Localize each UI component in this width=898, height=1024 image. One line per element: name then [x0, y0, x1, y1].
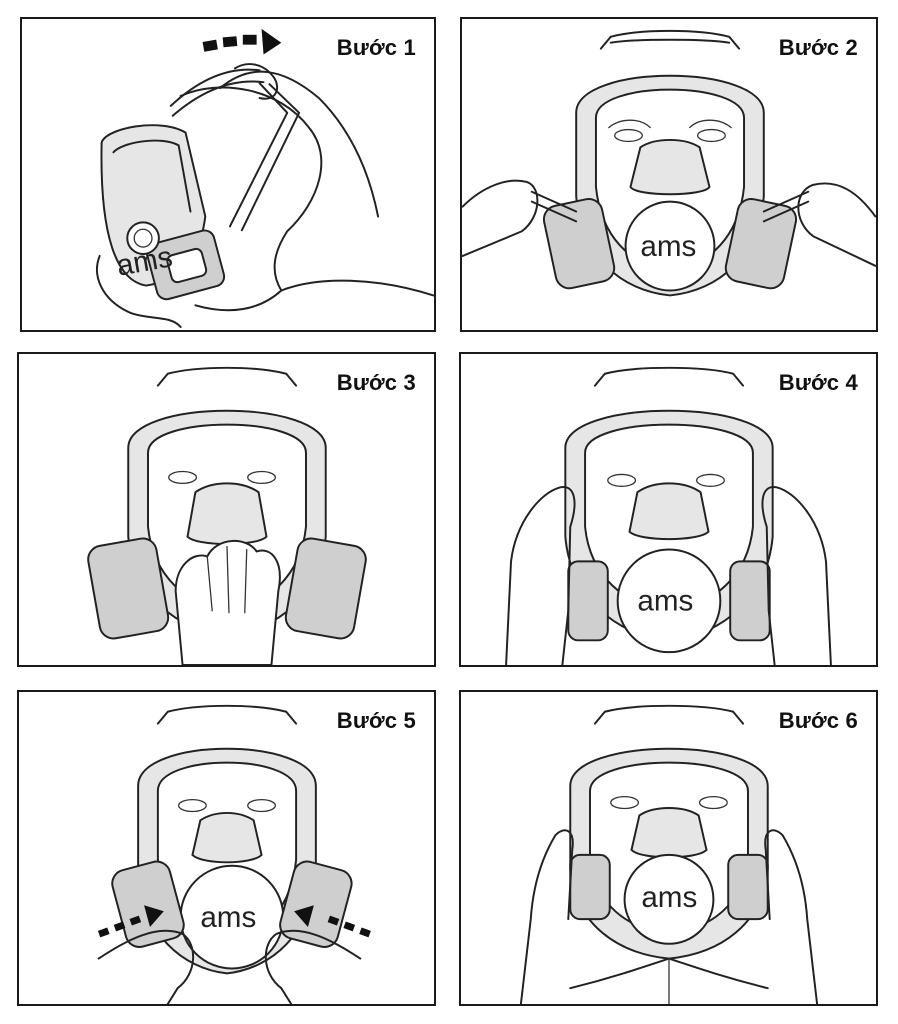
left-hand: [519, 829, 574, 1004]
head-outline: [179, 86, 323, 292]
step-3-panel: Bước 3: [17, 352, 436, 667]
left-strap: [530, 190, 578, 223]
left-filter: [567, 560, 609, 642]
step-label: Bước 4: [778, 370, 858, 395]
head-strap: [169, 68, 261, 107]
step-4-panel: ams Bước 4: [459, 352, 878, 667]
step-2-illustration: ams: [462, 29, 876, 297]
step-4-illustration: ams: [505, 366, 832, 665]
brand-logo: ams: [641, 881, 697, 914]
left-filter: [542, 198, 616, 290]
motion-arrow: [202, 28, 282, 55]
left-filter: [569, 853, 611, 921]
step-3-illustration: [87, 366, 367, 665]
step-label: Bước 3: [336, 370, 416, 395]
step-label: Bước 1: [336, 35, 416, 60]
brand-logo: ams: [200, 901, 256, 934]
right-hand: [761, 486, 832, 665]
right-filter: [727, 853, 769, 921]
left-press-arrow: [97, 905, 164, 938]
right-hand: [797, 182, 876, 267]
step-5-panel: ams Bước 5: [17, 690, 436, 1006]
step-2-panel: ams Bước 2: [460, 17, 878, 332]
step-1-panel: ams Bước 1: [20, 17, 436, 332]
brand-logo: ams: [640, 230, 696, 263]
left-hand: [462, 179, 539, 257]
step-6-illustration: ams: [519, 704, 819, 1004]
step-1-illustration: ams: [96, 28, 434, 329]
right-hand: [264, 929, 362, 1004]
right-filter: [284, 537, 367, 640]
right-filter: [729, 560, 771, 642]
raised-arm: [219, 70, 380, 218]
step-5-illustration: ams: [97, 704, 371, 1004]
step-6-panel: ams Bước 6: [459, 690, 878, 1006]
left-hand: [505, 486, 576, 665]
step-label: Bước 5: [336, 708, 416, 733]
left-hand: [97, 929, 195, 1004]
full-face-mask: ams: [564, 366, 774, 654]
brand-logo: ams: [637, 585, 693, 618]
step-label: Bước 6: [778, 708, 858, 733]
covering-hand: [174, 539, 281, 665]
holding-hand: [96, 254, 182, 329]
left-filter: [111, 860, 185, 948]
full-face-mask: ams: [575, 29, 765, 297]
right-press-arrow: [294, 905, 371, 938]
step-label: Bước 2: [778, 35, 858, 60]
full-face-mask: ams: [569, 704, 769, 960]
left-filter: [87, 537, 170, 640]
right-filter: [279, 860, 353, 948]
right-hand: [764, 829, 819, 1004]
right-filter: [724, 198, 798, 290]
